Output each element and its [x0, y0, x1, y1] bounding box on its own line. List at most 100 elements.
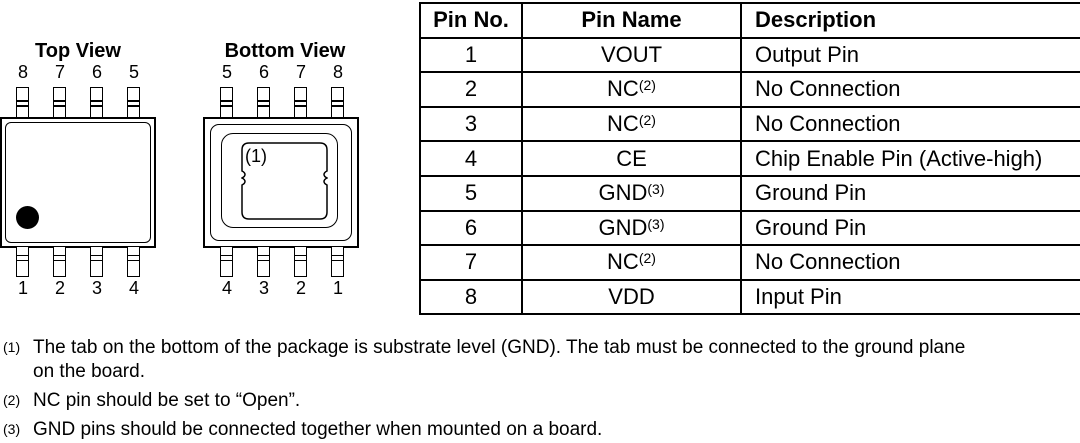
pin-name: NC: [607, 76, 639, 102]
pin-lead: [53, 87, 66, 118]
pin-name-footnote-ref: (2): [638, 77, 656, 94]
table-row: 8 VDD Input Pin: [419, 278, 1080, 316]
pin-lead: [16, 246, 29, 277]
pin-name-footnote-ref: (3): [647, 181, 665, 198]
description-cell: Input Pin: [740, 278, 1080, 316]
pin-number-label: 5: [128, 62, 139, 82]
footnote-ref: (3): [3, 421, 21, 437]
pin-name-cell: NC(2): [521, 105, 742, 143]
pin-number-label: 7: [54, 62, 65, 82]
pin-name-footnote-ref: (2): [638, 112, 656, 129]
pin-lead: [53, 246, 66, 277]
pin-name: GND: [598, 180, 648, 206]
pin-lead: [331, 246, 344, 277]
pin-number-label: 8: [17, 62, 28, 82]
table-row: 7 NC(2) No Connection: [419, 244, 1080, 281]
pin-lead: [220, 246, 233, 277]
pin-lead: [294, 87, 307, 118]
pin-no-cell: 2: [419, 71, 523, 108]
pin-lead: [16, 87, 29, 118]
pin-number-label: 7: [295, 62, 306, 82]
pin-lead: [331, 87, 344, 118]
pin-lead: [90, 246, 103, 277]
description-cell: Ground Pin: [740, 174, 1080, 212]
pin-name-cell: VDD: [521, 278, 742, 316]
description-cell: No Connection: [740, 105, 1080, 143]
pin-lead: [294, 246, 307, 277]
top-view-package-body: [0, 117, 156, 248]
pin-number-label: 1: [332, 278, 343, 298]
pin-name-cell: VOUT: [521, 36, 742, 74]
description-cell: No Connection: [740, 244, 1080, 281]
pin-lead: [90, 87, 103, 118]
pin-no-cell: 3: [419, 105, 523, 143]
pin-number-label: 5: [221, 62, 232, 82]
footnote-2: (2) NC pin should be set to “Open”.: [3, 389, 1078, 413]
pin-no-cell: 7: [419, 244, 523, 281]
table-row: 6 GND(3) Ground Pin: [419, 209, 1080, 247]
pin-name-footnote-ref: (2): [638, 250, 656, 267]
pin-description-table: Pin No. Pin Name Description 1 VOUT Outp…: [419, 2, 1080, 316]
pin-lead: [127, 87, 140, 118]
pin-number-label: 4: [128, 278, 139, 298]
pin-no-cell: 4: [419, 140, 523, 177]
column-header-pin-no: Pin No.: [419, 2, 523, 39]
pin-name: CE: [616, 145, 647, 171]
description-cell: No Connection: [740, 71, 1080, 108]
pin-no-cell: 8: [419, 278, 523, 316]
footnote-ref: (2): [3, 392, 21, 408]
bottom-view-title: Bottom View: [224, 40, 346, 62]
footnote-text: NC pin should be set to “Open”.: [33, 390, 301, 411]
pin-name-cell: GND(3): [521, 209, 742, 247]
package-outline: [210, 124, 352, 241]
table-row: 3 NC(2) No Connection: [419, 105, 1080, 143]
pin-lead: [257, 246, 270, 277]
footnote-text: The tab on the bottom of the package is …: [33, 337, 966, 382]
table-header-row: Pin No. Pin Name Description: [419, 2, 1080, 39]
pin-number-label: 4: [221, 278, 232, 298]
pin-name: NC: [607, 249, 639, 275]
pin-number-label: 3: [258, 278, 269, 298]
table-row: 5 GND(3) Ground Pin: [419, 174, 1080, 212]
exposed-tab-pad: [241, 142, 328, 220]
pin-number-label: 6: [258, 62, 269, 82]
description-cell: Output Pin: [740, 36, 1080, 74]
pin-name: VDD: [608, 284, 655, 310]
footnote-ref: (1): [3, 339, 21, 355]
pin-no-cell: 5: [419, 174, 523, 212]
pin-number-label: 2: [54, 278, 65, 298]
pin-number-label: 2: [295, 278, 306, 298]
pin-number-label: 3: [91, 278, 102, 298]
table-row: 4 CE Chip Enable Pin (Active-high): [419, 140, 1080, 177]
footnote-3: (3) GND pins should be connected togethe…: [3, 418, 1078, 442]
footnotes: (1) The tab on the bottom of the package…: [3, 336, 1078, 443]
top-view-title: Top View: [35, 40, 121, 62]
pin-name-footnote-ref: (3): [647, 215, 665, 232]
bottom-view-package-body: (1): [203, 117, 359, 248]
footnote-text: GND pins should be connected together wh…: [33, 419, 603, 440]
pin-lead: [257, 87, 270, 118]
pin-no-cell: 1: [419, 36, 523, 74]
pin1-indicator-dot: [16, 206, 39, 229]
pin-name: GND: [598, 214, 648, 240]
pin-no-cell: 6: [419, 209, 523, 247]
pin-number-label: 6: [91, 62, 102, 82]
pin-name: VOUT: [600, 41, 663, 67]
package-outline: [5, 122, 151, 243]
pin-name: NC: [607, 111, 639, 137]
pin-number-label: 8: [332, 62, 343, 82]
pin-number-label: 1: [17, 278, 28, 298]
footnote-1: (1) The tab on the bottom of the package…: [3, 336, 1078, 384]
tab-footnote-ref: (1): [245, 146, 267, 166]
package-inner-outline: [221, 133, 338, 228]
table-row: 2 NC(2) No Connection: [419, 71, 1080, 108]
pin-name-cell: GND(3): [521, 174, 742, 212]
pin-name-cell: CE: [521, 140, 742, 177]
description-cell: Chip Enable Pin (Active-high): [740, 140, 1080, 177]
pin-lead: [127, 246, 140, 277]
pin-lead: [220, 87, 233, 118]
table-row: 1 VOUT Output Pin: [419, 36, 1080, 74]
column-header-description: Description: [740, 2, 1080, 39]
pin-name-cell: NC(2): [521, 244, 742, 281]
